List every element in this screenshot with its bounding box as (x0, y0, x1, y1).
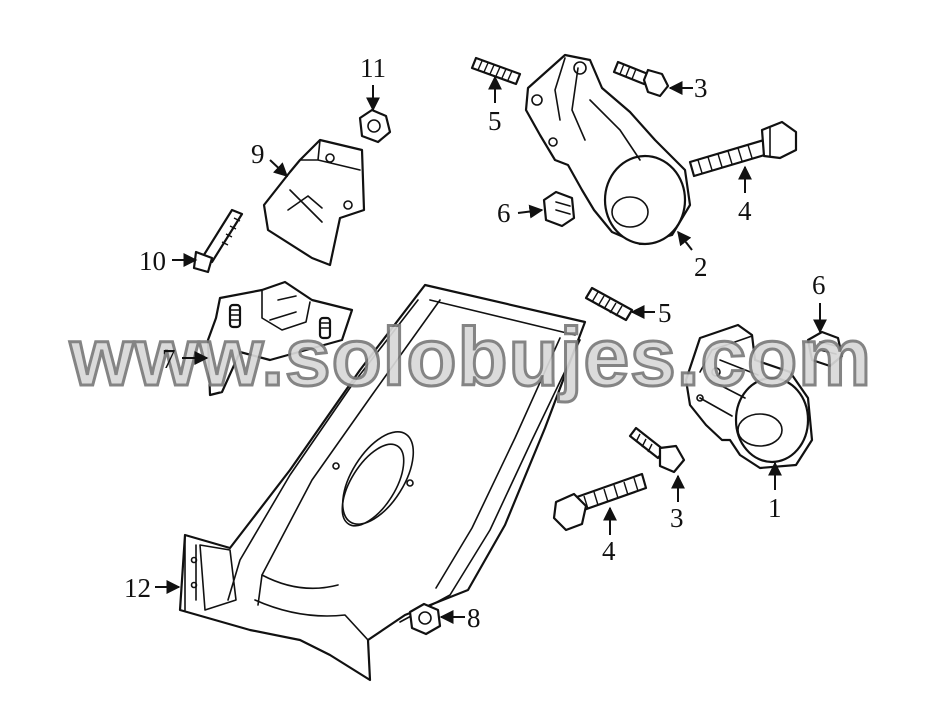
callout-labels: 1 2 3 3 4 4 5 5 6 6 7 8 9 10 11 12 (124, 53, 826, 633)
bolt-4-upper (688, 120, 798, 178)
callout-label-10: 10 (139, 246, 166, 276)
callout-label-5a: 5 (488, 106, 502, 136)
callout-label-3b: 3 (670, 503, 684, 533)
watermark-text: www.solobujes.com (69, 312, 872, 403)
stud-5-lower (584, 286, 634, 322)
bolt-3-lower (628, 426, 686, 474)
callout-arrows (155, 75, 827, 624)
callout-label-3a: 3 (694, 73, 708, 103)
callout-label-6b: 6 (812, 270, 826, 300)
nut-11 (358, 108, 392, 144)
torque-mount-2 (524, 53, 692, 246)
arrow-6a (517, 204, 544, 219)
stud-10 (192, 208, 244, 274)
nut-8 (408, 602, 442, 636)
callout-label-8: 8 (467, 603, 481, 633)
bolt-3-upper (612, 60, 670, 98)
callout-label-7: 7 (162, 344, 176, 374)
callout-label-9: 9 (251, 139, 265, 169)
callout-label-4b: 4 (602, 536, 616, 566)
callout-label-12: 12 (124, 573, 151, 603)
callout-label-11: 11 (360, 53, 386, 83)
callout-label-6a: 6 (497, 198, 511, 228)
stud-5-upper (470, 56, 522, 86)
support-bracket-7 (206, 280, 354, 397)
bolt-4-lower (552, 472, 648, 532)
callout-label-2: 2 (694, 252, 708, 282)
callout-label-1: 1 (768, 493, 782, 523)
bracket-9 (262, 138, 366, 267)
arrow-2 (677, 230, 693, 251)
crossmember-12 (178, 283, 587, 682)
nut-6-upper (542, 190, 576, 228)
callout-label-5b: 5 (658, 298, 672, 328)
callout-label-4a: 4 (738, 196, 752, 226)
arrow-9 (269, 159, 289, 177)
